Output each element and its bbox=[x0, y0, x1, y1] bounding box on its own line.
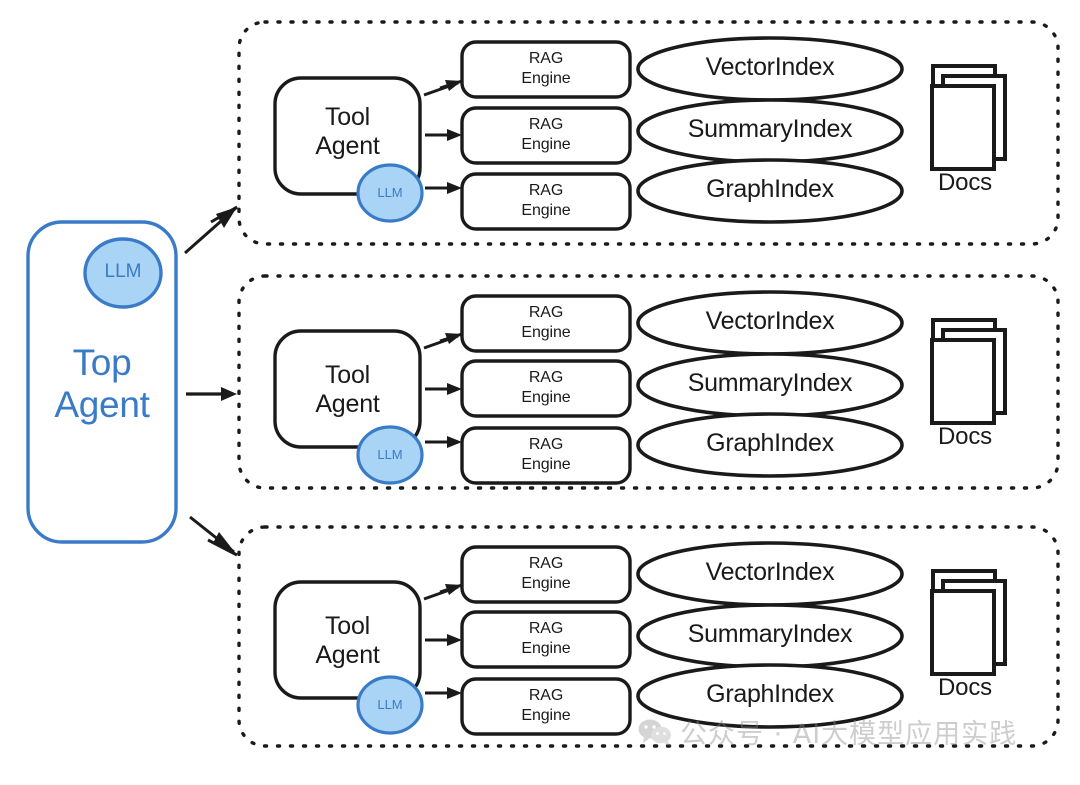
group-3-tool-agent-label-line1: Tool bbox=[324, 612, 371, 640]
group-2-index-1-label: VectorIndex bbox=[705, 307, 835, 335]
top-agent-label-line2: Agent bbox=[54, 384, 150, 425]
group-3-rag-engine-1-line1: RAG bbox=[528, 555, 564, 572]
group-2-tool-agent-llm-label: LLM bbox=[377, 447, 403, 462]
group-2-tool-agent-box[interactable] bbox=[273, 329, 422, 449]
watermark: 公众号 · AI大模型应用实践 bbox=[638, 712, 1017, 751]
group-1-arrow-engine-1 bbox=[423, 79, 463, 97]
group-2-rag-engine-1[interactable] bbox=[460, 294, 632, 353]
group-1-rag-engine-3-line1: RAG bbox=[528, 182, 564, 199]
group-2-tool-agent-label-line1: Tool bbox=[324, 361, 371, 389]
group-1-arrow-engine-2 bbox=[425, 129, 462, 141]
group-1-tool-agent-llm-label: LLM bbox=[377, 185, 403, 200]
group-1-docs-icon[interactable] bbox=[930, 64, 1007, 171]
group-2-rag-engine-2[interactable] bbox=[460, 359, 632, 418]
group-2-rag-engine-2-line2: Engine bbox=[521, 389, 571, 406]
group-2-arrow-engine-3 bbox=[425, 436, 462, 448]
group-1-index-1-label: VectorIndex bbox=[705, 53, 835, 81]
watermark-text: 公众号 · AI大模型应用实践 bbox=[680, 719, 1018, 750]
connector-arrow-group-1 bbox=[184, 205, 238, 255]
group-3-rag-engine-1[interactable] bbox=[460, 545, 632, 604]
group-3-arrow-engine-2 bbox=[425, 634, 462, 646]
group-3-index-3[interactable] bbox=[636, 663, 904, 729]
group-1-arrow-engine-3 bbox=[425, 182, 462, 194]
group-1-rag-engine-3[interactable] bbox=[460, 172, 632, 231]
group-2-rag-engine-2-line1: RAG bbox=[528, 369, 564, 386]
group-3-rag-engine-2-line2: Engine bbox=[521, 640, 571, 657]
group-3-rag-engine-2[interactable] bbox=[460, 610, 632, 669]
group-3-tool-agent-label-line2: Agent bbox=[315, 641, 380, 669]
group-2-index-3-label: GraphIndex bbox=[706, 429, 834, 457]
group-2-tool-agent-label-line2: Agent bbox=[315, 390, 380, 418]
group-3-rag-engine-1-line2: Engine bbox=[521, 575, 571, 592]
group-1-rag-engine-2-line1: RAG bbox=[528, 116, 564, 133]
group-2-rag-engine-1-line1: RAG bbox=[528, 304, 564, 321]
group-3-tool-agent-llm-label: LLM bbox=[377, 697, 403, 712]
group-1-index-3[interactable] bbox=[636, 158, 904, 224]
group-2-arrow-engine-2 bbox=[425, 383, 462, 395]
group-3-tool-agent-llm-circle[interactable] bbox=[356, 675, 424, 735]
group-1-docs-label: Docs bbox=[938, 169, 992, 196]
group-2-arrow-engine-1 bbox=[423, 332, 463, 350]
group-2-dashed-boundary bbox=[237, 274, 1060, 490]
group-3-rag-engine-3-line2: Engine bbox=[521, 707, 571, 724]
group-1-index-3-label: GraphIndex bbox=[706, 175, 834, 203]
group-1-tool-agent-label-line2: Agent bbox=[315, 132, 380, 160]
top-agent-llm-circle[interactable] bbox=[83, 237, 163, 309]
group-2-rag-engine-3-line1: RAG bbox=[528, 436, 564, 453]
group-2-docs-label: Docs bbox=[938, 423, 992, 450]
group-2-index-3[interactable] bbox=[636, 412, 904, 478]
group-3-docs-icon[interactable] bbox=[930, 569, 1007, 676]
group-3-index-3-label: GraphIndex bbox=[706, 680, 834, 708]
group-3-rag-engine-3-line1: RAG bbox=[528, 687, 564, 704]
group-2-rag-engine-1-line2: Engine bbox=[521, 324, 571, 341]
group-1-dashed-boundary bbox=[237, 20, 1060, 246]
group-3-rag-engine-2-line1: RAG bbox=[528, 620, 564, 637]
agent-group-1[interactable] bbox=[237, 20, 1060, 246]
group-3-index-2-label: SummaryIndex bbox=[687, 620, 853, 648]
wechat-icon bbox=[638, 719, 671, 746]
group-1-rag-engine-1-line2: Engine bbox=[521, 70, 571, 87]
group-3-arrow-engine-1 bbox=[423, 583, 463, 601]
group-2-rag-engine-3-line2: Engine bbox=[521, 456, 571, 473]
group-1-tool-agent-llm-circle[interactable] bbox=[356, 163, 424, 223]
top-agent-label-line1: Top bbox=[72, 342, 132, 383]
group-3-docs-label: Docs bbox=[938, 674, 992, 701]
group-3-rag-engine-3[interactable] bbox=[460, 677, 632, 736]
group-2-rag-engine-3[interactable] bbox=[460, 426, 632, 485]
group-1-rag-engine-1[interactable] bbox=[460, 40, 632, 99]
agent-group-2[interactable] bbox=[237, 274, 1060, 490]
group-1-index-2-label: SummaryIndex bbox=[687, 115, 853, 143]
connector-arrow-group-3 bbox=[189, 515, 238, 557]
group-1-rag-engine-2[interactable] bbox=[460, 106, 632, 165]
group-3-arrow-engine-3 bbox=[425, 687, 462, 699]
group-3-index-1-label: VectorIndex bbox=[705, 558, 835, 586]
group-2-index-2-label: SummaryIndex bbox=[687, 369, 853, 397]
group-2-tool-agent-llm-circle[interactable] bbox=[356, 425, 424, 485]
group-1-rag-engine-3-line2: Engine bbox=[521, 202, 571, 219]
connector-arrow-group-2 bbox=[186, 387, 237, 401]
group-1-rag-engine-2-line2: Engine bbox=[521, 136, 571, 153]
group-1-tool-agent-label-line1: Tool bbox=[324, 103, 371, 131]
group-2-docs-icon[interactable] bbox=[930, 318, 1007, 425]
top-agent-llm-label: LLM bbox=[104, 261, 142, 282]
agent-group-3[interactable] bbox=[237, 525, 1060, 748]
group-3-tool-agent-box[interactable] bbox=[273, 580, 422, 700]
group-1-rag-engine-1-line1: RAG bbox=[528, 50, 564, 67]
